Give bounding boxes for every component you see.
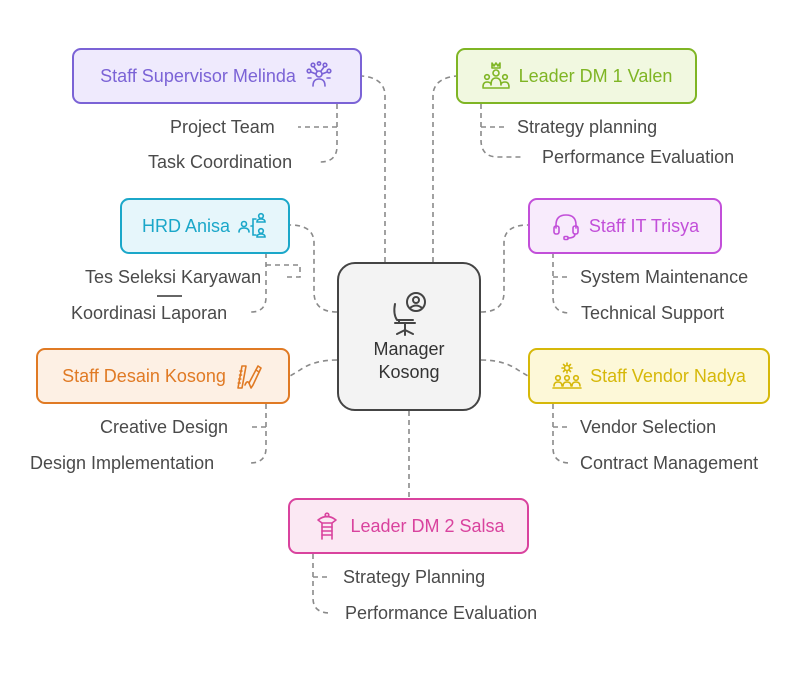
node-staff-it-trisya[interactable]: Staff IT Trisya xyxy=(528,198,722,254)
team-network-icon xyxy=(304,61,334,91)
connector-desain-children xyxy=(248,404,267,464)
connector-supervisor xyxy=(361,75,386,262)
ladder-flag-icon xyxy=(312,511,342,541)
center-node-manager[interactable]: Manager Kosong xyxy=(337,262,481,411)
connector-it-children xyxy=(552,253,571,314)
node-label: Staff Vendor Nadya xyxy=(590,365,746,386)
node-label: Staff Supervisor Melinda xyxy=(100,65,296,86)
child-strategy-planning: Strategy planning xyxy=(517,117,658,137)
child-vendor-selection: Vendor Selection xyxy=(580,417,717,437)
connector-vendor xyxy=(480,359,529,377)
node-label: Leader DM 1 Valen xyxy=(518,65,673,86)
connector-leader1 xyxy=(432,75,458,262)
headset-icon xyxy=(551,211,581,241)
node-label: Staff IT Trisya xyxy=(588,215,700,236)
node-staff-vendor-nadya[interactable]: Staff Vendor Nadya xyxy=(528,348,770,404)
child-contract-management: Contract Management xyxy=(580,453,759,473)
node-label: Staff Desain Kosong xyxy=(62,365,226,386)
child-system-maintenance: System Maintenance xyxy=(580,267,749,287)
child-tes-seleksi-karyawan: Tes Seleksi Karyawan xyxy=(85,267,262,287)
child-technical-support: Technical Support xyxy=(581,303,725,323)
node-leader-dm-2-salsa[interactable]: Leader DM 2 Salsa xyxy=(288,498,529,554)
connector-hrd-children xyxy=(250,253,301,313)
connector-vendor-children xyxy=(552,404,571,464)
child-strategy-planning-2: Strategy Planning xyxy=(343,567,486,587)
center-title-line1: Manager xyxy=(373,338,445,359)
child-project-team: Project Team xyxy=(170,117,275,137)
connector-leader2-children xyxy=(312,554,331,614)
connector-leader1-children xyxy=(480,104,522,158)
connector-desain xyxy=(289,359,338,377)
office-chair-person-icon xyxy=(385,290,433,338)
center-title-line2: Kosong xyxy=(378,361,440,382)
connector-supervisor-children xyxy=(298,104,338,163)
child-koordinasi-laporan: Koordinasi Laporan xyxy=(71,303,228,323)
node-staff-desain-kosong[interactable]: Staff Desain Kosong xyxy=(36,348,290,404)
child-design-implementation: Design Implementation xyxy=(30,453,215,473)
child-task-coordination: Task Coordination xyxy=(148,152,293,172)
child-performance-evaluation-2: Performance Evaluation xyxy=(345,603,538,623)
node-label: Leader DM 2 Salsa xyxy=(350,515,505,536)
child-creative-design: Creative Design xyxy=(100,417,229,437)
crown-group-icon xyxy=(481,61,511,91)
connector-hrd xyxy=(289,224,338,313)
gear-people-icon xyxy=(552,361,582,391)
pen-ruler-icon xyxy=(234,361,264,391)
node-leader-dm-1-valen[interactable]: Leader DM 1 Valen xyxy=(456,48,697,104)
node-staff-supervisor-melinda[interactable]: Staff Supervisor Melinda xyxy=(72,48,362,104)
connector-it xyxy=(480,224,529,313)
node-label: HRD Anisa xyxy=(141,215,231,236)
org-chart-people-icon xyxy=(238,211,268,241)
node-hrd-anisa[interactable]: HRD Anisa xyxy=(120,198,290,254)
child-performance-evaluation: Performance Evaluation xyxy=(542,147,735,167)
